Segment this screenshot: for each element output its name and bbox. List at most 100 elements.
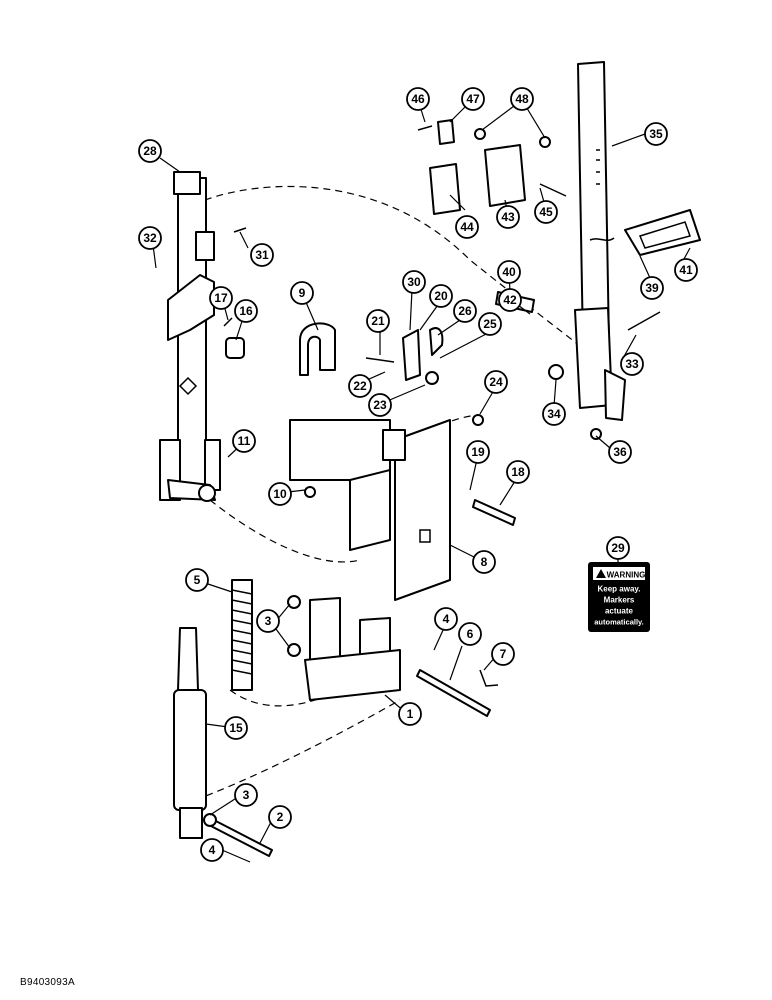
callout-32: 32 [138,226,162,250]
upper-brackets [223,119,661,363]
warning-triangle-icon [596,569,606,578]
callout-33: 33 [620,352,644,376]
callout-20: 20 [429,284,453,308]
callout-06: 6 [458,622,482,646]
callout-35: 35 [644,122,668,146]
callout-48: 48 [510,87,534,111]
callout-02: 2 [268,805,292,829]
callout-47-label: 47 [466,92,480,106]
callout-46: 46 [406,87,430,111]
callout-30: 30 [402,270,426,294]
callout-26-label: 26 [458,304,472,318]
callout-31-label: 31 [255,248,269,262]
callout-01-label: 1 [407,707,414,721]
callout-22-label: 22 [353,379,367,393]
part-28-left-bar [159,171,221,502]
callout-07: 7 [491,642,515,666]
callout-08-label: 8 [481,555,488,569]
callout-04-b-label: 4 [209,843,216,857]
callout-05-label: 5 [194,573,201,587]
callout-17: 17 [209,286,233,310]
warning-decal-line-4: automatically. [594,618,643,627]
callout-11-label: 11 [238,434,251,448]
warning-decal-header: WARNING [607,571,646,580]
callout-25-label: 25 [483,317,497,331]
callout-23: 23 [368,393,392,417]
callout-35-label: 35 [649,127,663,141]
callout-15-label: 15 [229,721,243,735]
callout-29: 29 [606,536,630,560]
callout-31: 31 [250,243,274,267]
part-08-mount-bracket [289,419,451,601]
callout-15: 15 [224,716,248,740]
drawing-code: B9403093A [20,977,75,988]
callout-47: 47 [461,87,485,111]
callout-03-b-label: 3 [243,788,250,802]
callout-04-a: 4 [434,607,458,631]
callout-28: 28 [138,139,162,163]
callout-46-label: 46 [411,92,425,106]
callout-45-label: 45 [539,205,553,219]
callout-36-label: 36 [613,445,627,459]
callout-11: 11 [232,429,256,453]
part-39-handle [624,209,701,256]
callout-23-label: 23 [373,398,387,412]
callout-16-label: 16 [239,304,253,318]
callout-40-label: 40 [502,265,516,279]
callout-05: 5 [185,568,209,592]
part-05-spring [231,579,253,691]
callout-19-label: 19 [471,445,485,459]
callout-40: 40 [497,260,521,284]
warning-decal-line-1: Keep away. [598,585,641,594]
callout-43: 43 [496,205,520,229]
callout-43-label: 43 [501,210,515,224]
warning-decal-line-3: actuate [605,607,634,616]
callout-41-label: 41 [679,263,693,277]
callout-41: 41 [674,258,698,282]
callout-09-label: 9 [299,286,306,300]
callout-36: 36 [608,440,632,464]
callout-34: 34 [542,402,566,426]
callout-26: 26 [453,299,477,323]
callout-03-a: 3 [256,609,280,633]
callout-20-label: 20 [434,289,448,303]
callout-03-a-label: 3 [265,614,272,628]
callout-33-label: 33 [625,357,639,371]
callout-21: 21 [366,309,390,333]
callout-39-label: 39 [645,281,659,295]
callout-24: 24 [484,370,508,394]
callout-09: 9 [290,281,314,305]
callout-34-label: 34 [547,407,561,421]
callout-16: 16 [234,299,258,323]
callout-42: 42 [498,288,522,312]
callout-39: 39 [640,276,664,300]
callout-32-label: 32 [143,231,157,245]
part-35-right-post [574,61,626,421]
callout-07-label: 7 [500,647,507,661]
callout-18-label: 18 [511,465,525,479]
callout-02-label: 2 [277,810,284,824]
callout-44-label: 44 [460,220,474,234]
callout-06-label: 6 [467,627,474,641]
callout-48-label: 48 [515,92,529,106]
callout-04-a-label: 4 [443,612,450,626]
warning-decal-line-2: Markers [604,596,635,605]
callout-29-label: 29 [611,541,625,555]
part-01-lower-bracket [304,597,401,701]
callout-04-b: 4 [200,838,224,862]
callout-08: 8 [472,550,496,574]
callout-25: 25 [478,312,502,336]
warning-decal-header-band [593,567,645,580]
callout-03-b: 3 [234,783,258,807]
callout-45: 45 [534,200,558,224]
callout-24-label: 24 [489,375,503,389]
callout-42-label: 42 [503,293,517,307]
callout-10: 10 [268,482,292,506]
callout-19: 19 [466,440,490,464]
callout-01: 1 [398,702,422,726]
callout-18: 18 [506,460,530,484]
callout-22: 22 [348,374,372,398]
callout-28-label: 28 [143,144,157,158]
warning-decal: WARNING Keep away. Markers actuate autom… [588,562,650,632]
